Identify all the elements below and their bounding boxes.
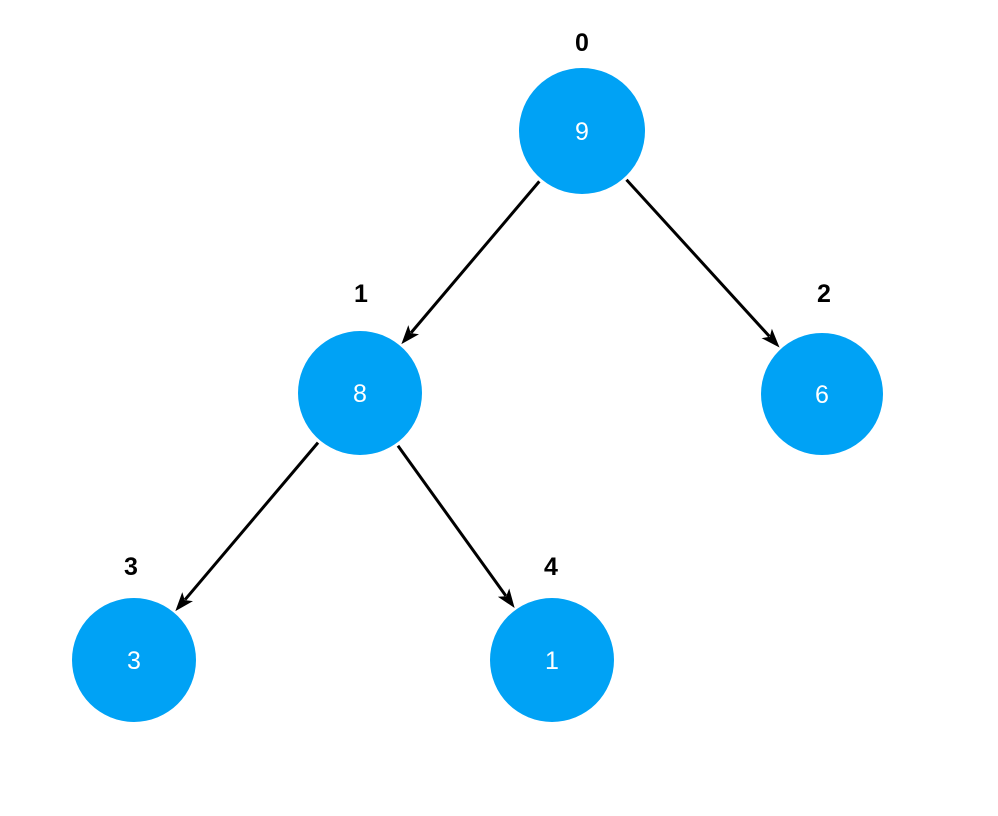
node-circle[interactable] (72, 598, 196, 722)
edge-arrowhead-icon (401, 325, 419, 345)
edge-arrowhead-icon (175, 592, 193, 612)
node-circle[interactable] (298, 331, 422, 455)
node-circle[interactable] (761, 333, 883, 455)
node-index-labels-layer: 0 1 2 3 4 (124, 29, 831, 581)
edge-line (183, 441, 320, 601)
node-index-label: 1 (354, 280, 368, 308)
node-circle[interactable] (490, 598, 614, 722)
tree-edge (396, 444, 515, 609)
tree-edge (175, 441, 320, 612)
node-index-label: 4 (544, 553, 558, 581)
edge-line (625, 178, 771, 338)
nodes-layer: 9 8 6 3 1 (72, 68, 883, 722)
tree-node[interactable]: 1 (490, 598, 614, 722)
node-value-text: 1 (545, 647, 559, 675)
tree-node[interactable]: 8 (298, 331, 422, 455)
tree-edge (401, 180, 541, 345)
edge-line (396, 444, 508, 597)
node-value-text: 3 (127, 647, 141, 675)
edge-arrowhead-icon (761, 328, 780, 348)
edge-arrowhead-icon (497, 588, 515, 609)
node-value-text: 8 (353, 380, 367, 408)
node-value-text: 6 (815, 381, 829, 409)
node-value-text: 9 (575, 118, 589, 146)
node-index-label: 2 (817, 280, 831, 308)
node-index-label: 3 (124, 553, 138, 581)
edge-line (409, 180, 541, 334)
node-index-label: 0 (575, 29, 589, 57)
tree-edge (625, 178, 780, 348)
tree-node[interactable]: 3 (72, 598, 196, 722)
tree-node[interactable]: 9 (519, 68, 645, 194)
edges-layer (175, 178, 780, 612)
node-circle[interactable] (519, 68, 645, 194)
tree-node[interactable]: 6 (761, 333, 883, 455)
